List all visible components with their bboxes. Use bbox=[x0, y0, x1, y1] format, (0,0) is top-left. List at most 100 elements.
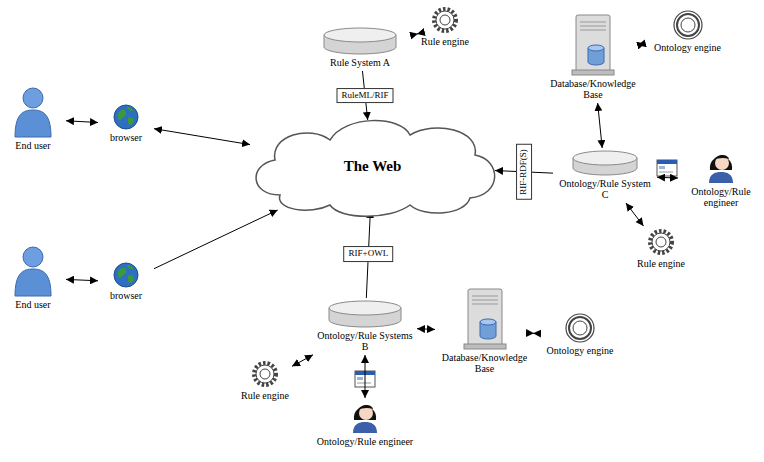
node-label: End user bbox=[2, 299, 64, 310]
connector bbox=[66, 279, 98, 280]
engineer: Ontology/Rule engineer bbox=[300, 400, 430, 448]
edge-label: RIF-RDF(S) bbox=[516, 144, 532, 200]
icon-part bbox=[256, 121, 495, 217]
icon-part bbox=[357, 382, 371, 384]
engineer: Ontology/Rule engineer bbox=[680, 150, 762, 209]
icon-part bbox=[359, 406, 373, 420]
icon-part bbox=[358, 405, 373, 410]
ontology-engine: Ontology engine bbox=[535, 313, 625, 357]
database-server: Database/Knowledge Base bbox=[437, 288, 532, 375]
node-label: Database/Knowledge Base bbox=[437, 352, 532, 374]
icon-part bbox=[127, 265, 133, 269]
connector bbox=[626, 203, 644, 226]
text-block: Database/Knowledge Base bbox=[437, 352, 532, 374]
gear-icon bbox=[647, 228, 675, 256]
icon-part bbox=[657, 160, 677, 164]
connector bbox=[533, 333, 534, 334]
icon-part bbox=[357, 377, 363, 380]
node-label: Rule engine bbox=[240, 390, 290, 401]
onto-icon bbox=[565, 313, 595, 343]
icon-part bbox=[659, 166, 665, 169]
node-label: Ontology/Rule System C bbox=[555, 178, 655, 200]
text-block: Ontology/Rule engineer bbox=[680, 186, 762, 208]
text-block: Rule engine bbox=[420, 36, 470, 47]
icon-part bbox=[468, 289, 502, 347]
icon-part bbox=[256, 365, 274, 383]
person-icon bbox=[13, 245, 53, 297]
connector bbox=[598, 103, 603, 148]
rule-engine: Rule engine bbox=[636, 228, 686, 270]
node-label: Ontology/Rule engineer bbox=[300, 436, 430, 447]
node-label: Ontology engine bbox=[640, 42, 735, 53]
disk-icon bbox=[323, 27, 397, 55]
browser: browser bbox=[100, 104, 152, 144]
server-icon bbox=[462, 288, 508, 350]
text-block: browser bbox=[100, 290, 152, 301]
icon-part bbox=[464, 344, 506, 349]
icon-part bbox=[572, 70, 614, 75]
node-label: Ontology/Rule engineer bbox=[680, 186, 762, 208]
icon-part bbox=[569, 317, 591, 339]
icon-part bbox=[566, 314, 594, 342]
icon-part bbox=[353, 422, 377, 433]
connector bbox=[154, 210, 278, 269]
rule-engine: Rule engine bbox=[240, 360, 290, 402]
icon-part bbox=[329, 301, 401, 315]
icon-part bbox=[472, 300, 498, 301]
icon-part bbox=[254, 363, 276, 385]
icon-part bbox=[650, 231, 672, 253]
icon-part bbox=[15, 269, 51, 296]
node-label: Ontology engine bbox=[535, 345, 625, 356]
end-user: End user bbox=[2, 86, 64, 152]
icon-part bbox=[674, 11, 702, 39]
rule-system: Ontology/Rule System C bbox=[555, 150, 655, 201]
icon-part bbox=[659, 171, 673, 173]
node-label: Rule System A bbox=[305, 57, 415, 68]
text-block: browser bbox=[100, 132, 152, 143]
icon-part bbox=[118, 110, 126, 121]
connector bbox=[417, 328, 435, 330]
connector bbox=[638, 43, 645, 45]
icon-part bbox=[576, 15, 610, 73]
icon-part bbox=[436, 11, 454, 29]
node-label: The Web bbox=[344, 158, 402, 175]
icon-part bbox=[573, 321, 587, 335]
icon-part bbox=[127, 107, 133, 111]
connector bbox=[417, 33, 418, 34]
server-icon bbox=[570, 14, 616, 76]
gear-icon bbox=[251, 360, 279, 388]
connector bbox=[66, 121, 98, 123]
node-label: Rule engine bbox=[420, 36, 470, 47]
ontology-engine: Ontology engine bbox=[640, 10, 735, 54]
window-icon bbox=[657, 160, 677, 176]
icon-part bbox=[128, 117, 134, 124]
icon-part bbox=[580, 26, 606, 27]
rule-system: Ontology/Rule Systems B bbox=[315, 300, 415, 353]
icon-part bbox=[580, 22, 606, 23]
icon-part bbox=[114, 105, 138, 129]
node-label: Ontology/Rule Systems B bbox=[315, 330, 415, 352]
text-block: End user bbox=[2, 140, 64, 151]
browser: browser bbox=[100, 262, 152, 302]
connector bbox=[154, 129, 250, 145]
text-block: The Web bbox=[344, 158, 402, 175]
text-block: Ontology engine bbox=[640, 42, 735, 53]
icon-part bbox=[128, 275, 134, 282]
node-label: Rule engine bbox=[636, 258, 686, 269]
text-block: Rule System A bbox=[305, 57, 415, 68]
icon-part bbox=[714, 155, 729, 160]
icon-part bbox=[434, 9, 456, 31]
rule-system: Rule System A bbox=[305, 27, 415, 69]
end-user: End user bbox=[2, 245, 64, 311]
edge-label: RuleML/RIF bbox=[337, 88, 394, 104]
icon-part bbox=[23, 247, 43, 267]
text-block: Rule engine bbox=[240, 390, 290, 401]
node-label: browser bbox=[100, 290, 152, 301]
connector bbox=[292, 355, 313, 366]
icon-part bbox=[573, 151, 637, 165]
database-server: Database/Knowledge Base bbox=[543, 14, 643, 101]
icon-part bbox=[118, 268, 126, 279]
